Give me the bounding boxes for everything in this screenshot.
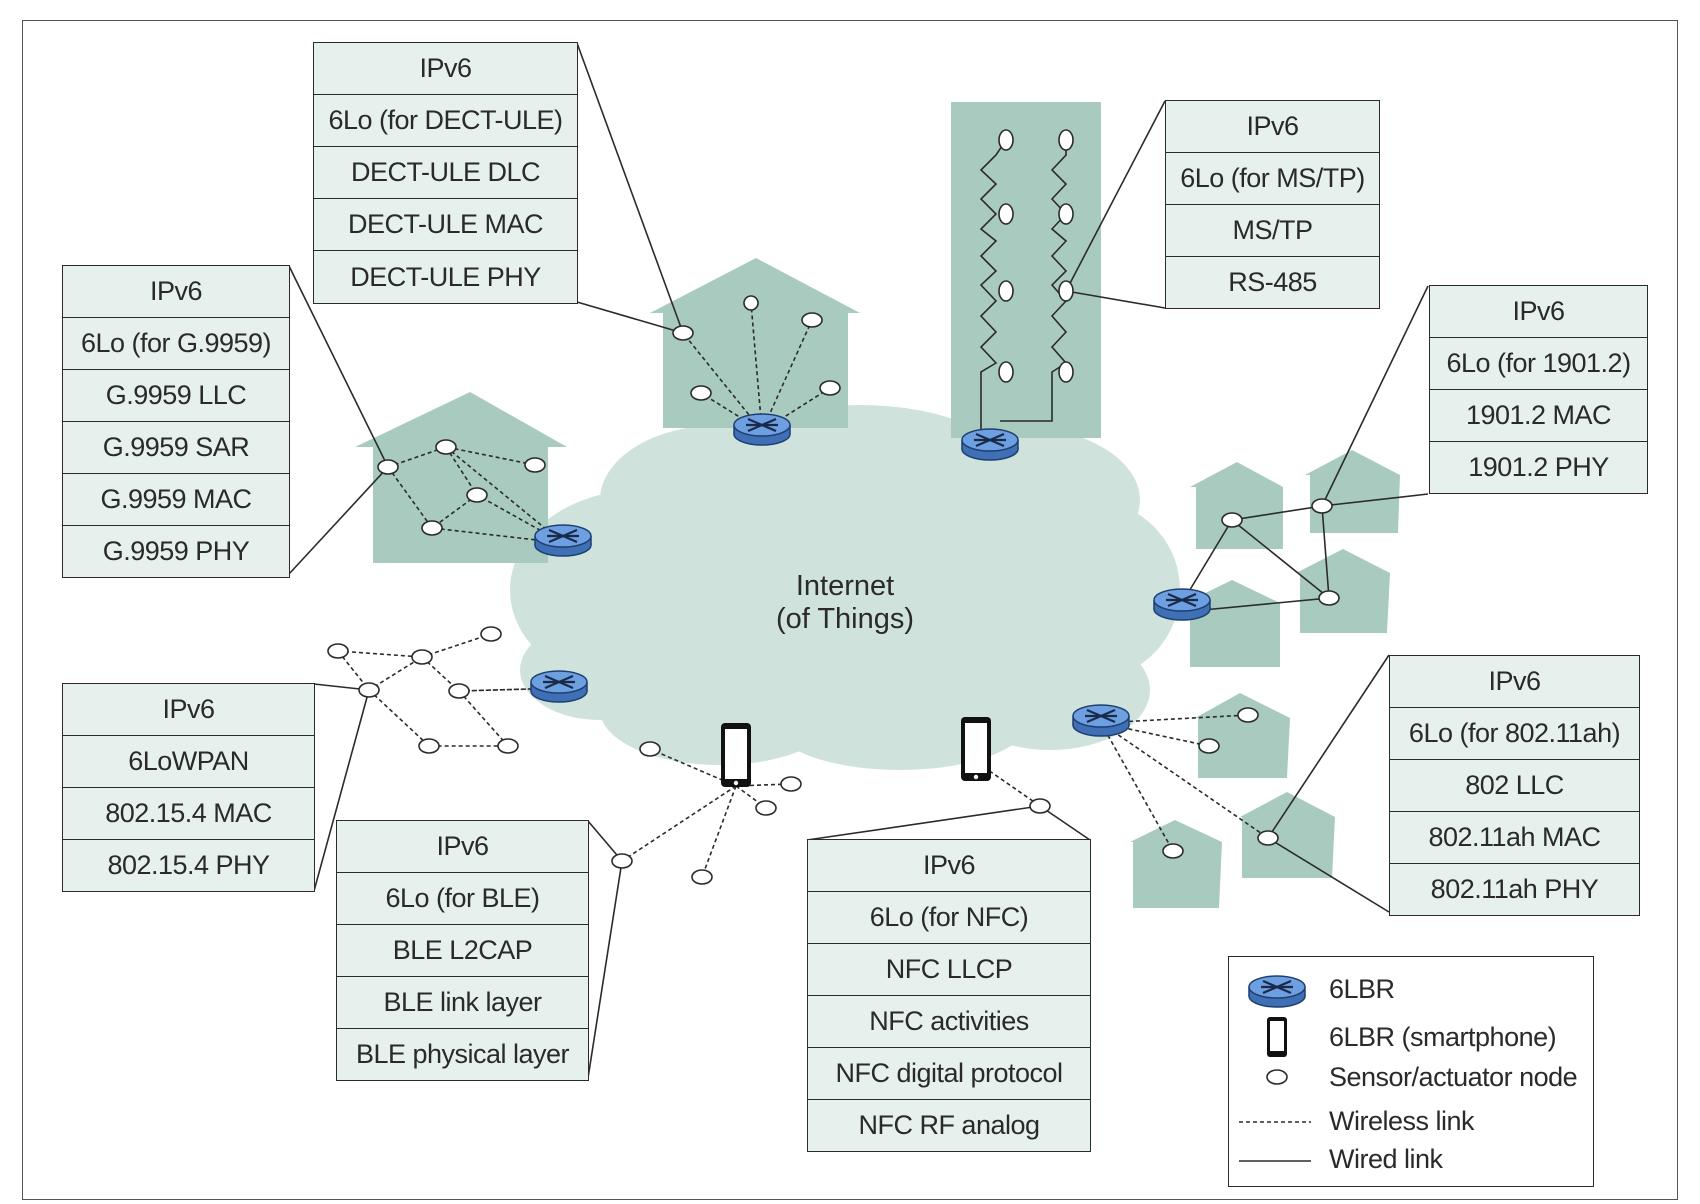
layer-6lo: 6Lo (for G.9959): [63, 318, 289, 370]
layer-ipv6: IPv6: [63, 684, 314, 736]
house-1901-a: [1190, 462, 1283, 549]
legend-label: 6LBR: [1329, 974, 1395, 1004]
layer-sar: G.9959 SAR: [63, 422, 289, 474]
layer-llc: G.9959 LLC: [63, 370, 289, 422]
layer-6lo: 6Lo (for 1901.2): [1430, 338, 1647, 390]
layer-mac: 1901.2 MAC: [1430, 390, 1647, 442]
legend-item-wired: Wired link: [1229, 1139, 1593, 1179]
cloud-label-line-2: (of Things): [775, 603, 915, 635]
dashed-line-icon: [1239, 1121, 1311, 1123]
stack-g9959: IPv6 6Lo (for G.9959) G.9959 LLC G.9959 …: [62, 265, 290, 578]
layer-6lo: 6Lo (for DECT-ULE): [314, 95, 577, 147]
legend-label: Wired link: [1329, 1144, 1443, 1174]
smartphone-icon: [1267, 1017, 1287, 1057]
legend-item-wireless: Wireless link: [1229, 1100, 1593, 1140]
cloud-label-line-1: Internet: [795, 570, 895, 602]
legend-item-6lbr: 6LBR: [1229, 967, 1593, 1009]
layer-llcp: NFC LLCP: [808, 944, 1090, 996]
legend-label: Sensor/actuator node: [1329, 1062, 1578, 1092]
node-icon: [1266, 1069, 1288, 1085]
layer-6lo: 6Lo (for BLE): [337, 873, 588, 925]
layer-phy: G.9959 PHY: [63, 526, 289, 577]
router-icon: [1247, 974, 1307, 1009]
layer-dlc: DECT-ULE DLC: [314, 147, 577, 199]
layer-ipv6: IPv6: [1166, 101, 1379, 153]
layer-mstp: MS/TP: [1166, 205, 1379, 257]
legend-item-node: Sensor/actuator node: [1229, 1057, 1593, 1097]
layer-6lo: 6Lo (for NFC): [808, 892, 1090, 944]
stack-802-11ah: IPv6 6Lo (for 802.11ah) 802 LLC 802.11ah…: [1389, 655, 1640, 916]
stack-dect-ule: IPv6 6Lo (for DECT-ULE) DECT-ULE DLC DEC…: [313, 42, 578, 304]
legend-item-smartphone: 6LBR (smartphone): [1229, 1015, 1593, 1057]
solid-line-icon: [1239, 1160, 1311, 1162]
layer-phy: DECT-ULE PHY: [314, 251, 577, 303]
layer-llc: 802 LLC: [1390, 760, 1639, 812]
layer-6lowpan: 6LoWPAN: [63, 736, 314, 788]
legend-label: 6LBR (smartphone): [1329, 1022, 1557, 1052]
legend-label: Wireless link: [1329, 1106, 1475, 1136]
layer-rf-analog: NFC RF analog: [808, 1100, 1090, 1151]
building-mstp: [951, 102, 1101, 438]
legend: 6LBR 6LBR (smartphone) Sensor/actuator n…: [1228, 956, 1594, 1187]
layer-digital-protocol: NFC digital protocol: [808, 1048, 1090, 1100]
houses: [355, 102, 1400, 908]
figure-frame: [22, 20, 1678, 1200]
layer-mac: 802.11ah MAC: [1390, 812, 1639, 864]
stack-6lowpan: IPv6 6LoWPAN 802.15.4 MAC 802.15.4 PHY: [62, 683, 315, 892]
layer-ipv6: IPv6: [63, 266, 289, 318]
layer-phy: 802.11ah PHY: [1390, 864, 1639, 915]
stack-mstp: IPv6 6Lo (for MS/TP) MS/TP RS-485: [1165, 100, 1380, 309]
layer-activities: NFC activities: [808, 996, 1090, 1048]
layer-ipv6: IPv6: [314, 43, 577, 95]
layer-ipv6: IPv6: [808, 840, 1090, 892]
layer-mac: G.9959 MAC: [63, 474, 289, 526]
layer-ipv6: IPv6: [1430, 286, 1647, 338]
layer-phy: 802.15.4 PHY: [63, 840, 314, 891]
callout-lines: [288, 42, 1429, 1079]
layer-physical: BLE physical layer: [337, 1029, 588, 1080]
layer-mac: DECT-ULE MAC: [314, 199, 577, 251]
layer-phy: 1901.2 PHY: [1430, 442, 1647, 493]
stack-1901-2: IPv6 6Lo (for 1901.2) 1901.2 MAC 1901.2 …: [1429, 285, 1648, 494]
layer-6lo: 6Lo (for 802.11ah): [1390, 708, 1639, 760]
house-dect: [650, 258, 860, 428]
layer-rs485: RS-485: [1166, 257, 1379, 308]
layer-link: BLE link layer: [337, 977, 588, 1029]
layer-l2cap: BLE L2CAP: [337, 925, 588, 977]
cloud-label: Internet (of Things): [735, 570, 955, 636]
stack-nfc: IPv6 6Lo (for NFC) NFC LLCP NFC activiti…: [807, 839, 1091, 1152]
layer-ipv6: IPv6: [1390, 656, 1639, 708]
house-g9959: [355, 392, 567, 563]
layer-6lo: 6Lo (for MS/TP): [1166, 153, 1379, 205]
sensor-nodes: [327, 129, 1340, 885]
stack-ble: IPv6 6Lo (for BLE) BLE L2CAP BLE link la…: [336, 820, 589, 1081]
layer-mac: 802.15.4 MAC: [63, 788, 314, 840]
layer-ipv6: IPv6: [337, 821, 588, 873]
